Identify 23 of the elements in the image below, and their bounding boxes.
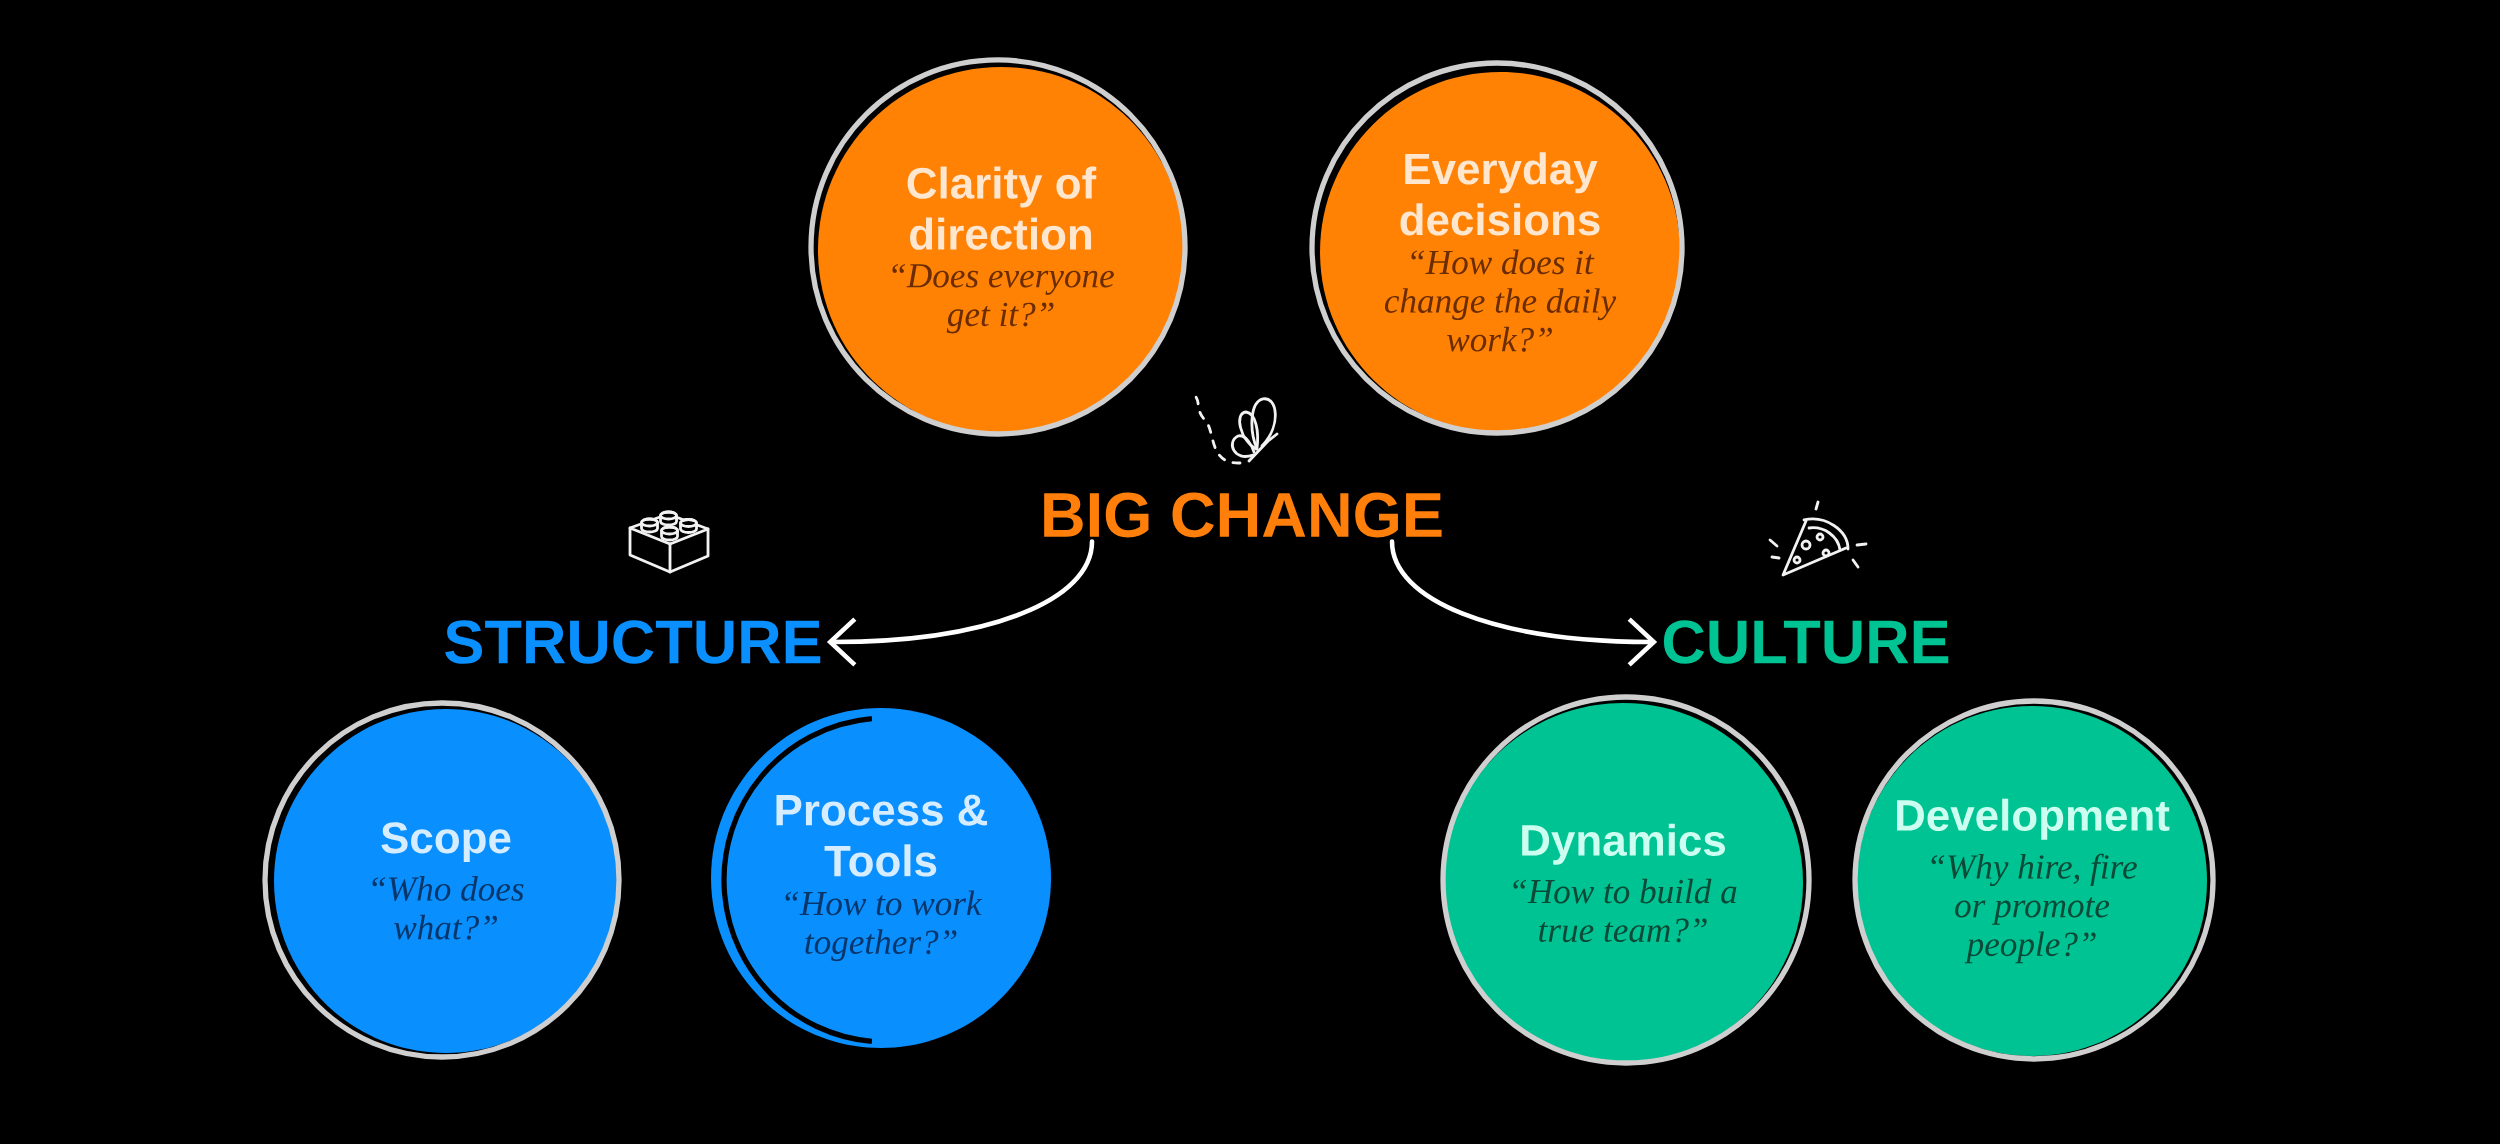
circle-node — [711, 708, 1051, 1048]
circle-node — [1852, 698, 2216, 1062]
circle-title: Everyday decisions — [1400, 152, 1600, 236]
handwritten-question: “How to work together?” — [785, 890, 983, 962]
curved-arrow — [1389, 539, 1658, 667]
circle-title: Clarity of direction — [907, 166, 1097, 250]
circle-title: Scope — [381, 822, 511, 863]
circle-node — [1440, 694, 1812, 1066]
curved-arrow — [826, 539, 1095, 667]
handwritten-question: “How does it change the daily work?” — [1385, 249, 1617, 352]
handwritten-question: “How to build a true team?” — [1513, 878, 1737, 943]
heading: CULTURE — [1663, 620, 1949, 664]
handwritten-question: “Does everyone get it?” — [892, 263, 1114, 334]
heading: STRUCTURE — [445, 620, 821, 664]
circle-title: Process & Tools — [776, 794, 988, 877]
circle-node — [1309, 60, 1685, 436]
heading: BIG CHANGE — [1044, 492, 1442, 538]
circle-node — [808, 57, 1188, 437]
circle-title: Dynamics — [1522, 823, 1725, 865]
handwritten-question: “Why hire, fire or promote people?” — [1931, 853, 2137, 964]
circle-title: Development — [1897, 798, 2170, 840]
handwritten-question: “Who does what?” — [372, 876, 524, 940]
circle-node — [262, 700, 622, 1060]
